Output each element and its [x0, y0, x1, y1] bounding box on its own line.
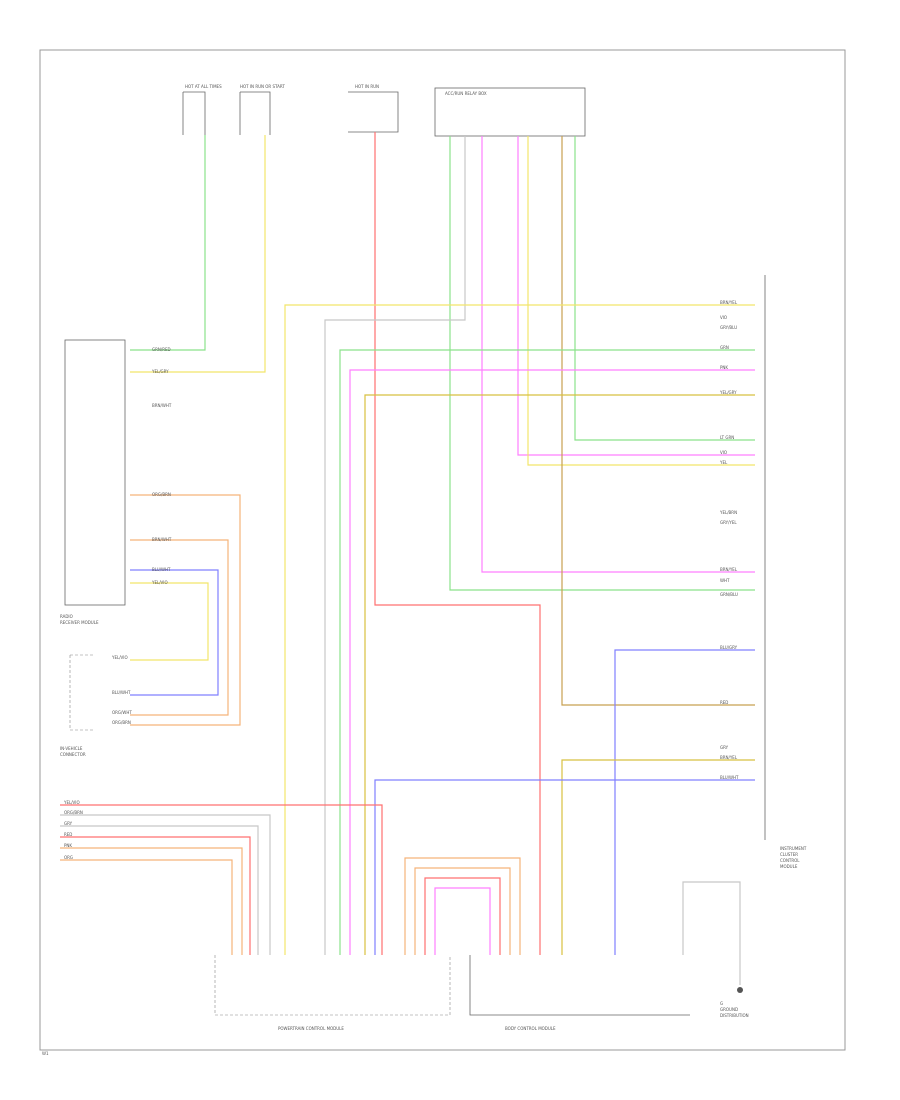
left-wire-label: BRN/WHT	[152, 537, 172, 542]
radio-module-box	[64, 339, 126, 606]
wire-15	[614, 649, 755, 955]
right-wire-label: GRN/BLU	[720, 592, 738, 597]
connector-box	[69, 654, 95, 731]
wire-16	[561, 759, 755, 955]
wire-1	[130, 135, 206, 351]
wire-24	[60, 825, 259, 955]
fuse-block-3	[348, 91, 399, 133]
relay-box-label: ACC/RUN RELAY BOX	[445, 91, 487, 96]
wire-2	[130, 135, 266, 373]
wire-17	[374, 779, 755, 955]
right-wire-label: GRY/BLU	[720, 325, 737, 330]
right-wire-label: LT GRN	[720, 435, 734, 440]
wire-11	[284, 304, 755, 955]
right-wire-label: BRN/YEL	[720, 567, 738, 572]
left-wire-label: YEL/GRY	[151, 369, 169, 374]
connector-wire-label: BLU/WHT	[112, 690, 131, 695]
fuse-block-1	[182, 91, 206, 135]
fuse-block-2	[239, 91, 271, 135]
wire-29	[414, 867, 511, 955]
ground-point	[737, 987, 743, 993]
connector-wire-label: YEL/VIO	[111, 655, 128, 660]
wire-layer	[60, 132, 755, 985]
bottom-wire-label: GRY	[64, 821, 73, 826]
right-wire-label: VIO	[720, 315, 727, 320]
left-wire-label: ORG/BRN	[152, 492, 171, 497]
wire-8	[527, 136, 755, 466]
diagram-frame	[39, 49, 846, 1051]
wire-3	[374, 132, 541, 955]
fuse-label-3: HOT IN RUN	[355, 84, 379, 89]
bottom-wire-label: ORG	[64, 855, 73, 860]
wire-30	[424, 877, 501, 955]
left-wire-label: BRN/WHT	[152, 403, 172, 408]
right-wire-label: GRY	[720, 745, 729, 750]
right-wire-label: BRN/YEL	[720, 300, 738, 305]
wire-7	[517, 136, 755, 456]
right-wire-labels: BRN/YEL VIO GRY/BLU GRN PNK YEL/GRY LT GRN VIO Y…	[719, 300, 739, 780]
bottom-wire-label: ORG/BRN	[64, 810, 83, 815]
wire-10	[574, 136, 755, 441]
relay-box	[434, 87, 586, 137]
right-wire-label: YEL/BRN	[719, 510, 737, 515]
wire-22	[60, 804, 383, 955]
right-wire-label: PNK	[720, 365, 728, 370]
wire-27	[60, 859, 233, 955]
pcm-box	[214, 955, 451, 1016]
bottom-wire-label: RED	[64, 832, 72, 837]
fuse-label-1: HOT AT ALL TIMES	[185, 84, 222, 89]
wire-23	[60, 814, 271, 955]
wire-31	[434, 887, 491, 955]
wire-20	[130, 569, 219, 696]
wire-28	[404, 857, 521, 955]
left-wire-label: GRN/RED	[152, 347, 171, 352]
wire-26	[60, 847, 243, 955]
wire-5	[324, 136, 466, 955]
right-wire-label: BRN/YEL	[720, 755, 738, 760]
wire-14	[364, 394, 755, 955]
connector-wire-label: ORG/BRN	[112, 720, 131, 725]
wire-18	[130, 494, 241, 726]
right-wire-label: VIO	[720, 450, 727, 455]
top-fuse-blocks: HOT AT ALL TIMES HOT IN RUN OR START HOT…	[182, 84, 586, 137]
left-wire-label: BLU/WHT	[152, 567, 171, 572]
wire-4	[449, 136, 755, 591]
wire-6	[481, 136, 755, 573]
left-wire-label: YEL/VIO	[151, 580, 168, 585]
wire-9	[561, 136, 755, 706]
right-wire-label: BLU/GRY	[720, 645, 738, 650]
wire-21	[130, 582, 209, 661]
bcm-box	[469, 955, 690, 1016]
page-mark: W1	[42, 1051, 49, 1056]
right-wire-label: YEL/GRY	[719, 390, 737, 395]
right-wire-label: GRN	[720, 345, 729, 350]
bottom-wire-label: PNK	[64, 843, 72, 848]
wire-25	[60, 836, 251, 955]
fuse-label-2: HOT IN RUN OR START	[240, 84, 285, 89]
right-wire-label: GRY/YEL	[720, 520, 737, 525]
wire-13	[349, 369, 755, 955]
right-wire-label: WHT	[720, 578, 730, 583]
right-wire-label: YEL	[719, 460, 728, 465]
right-wire-label: BLU/WHT	[720, 775, 739, 780]
bottom-wire-label: YEL/VIO	[63, 800, 80, 805]
bcm-label: BODY CONTROL MODULE	[505, 1026, 556, 1031]
pcm-label: POWERTRAIN CONTROL MODULE	[278, 1026, 344, 1031]
wire-12	[339, 349, 755, 955]
wire-32	[682, 881, 741, 985]
connector-wire-label: ORG/WHT	[112, 710, 132, 715]
wire-19	[130, 539, 229, 716]
right-wire-label: RED	[720, 700, 728, 705]
left-wire-labels: GRN/RED YEL/GRY BRN/WHT ORG/BRN BRN/WHT BLU/W…	[63, 347, 172, 860]
